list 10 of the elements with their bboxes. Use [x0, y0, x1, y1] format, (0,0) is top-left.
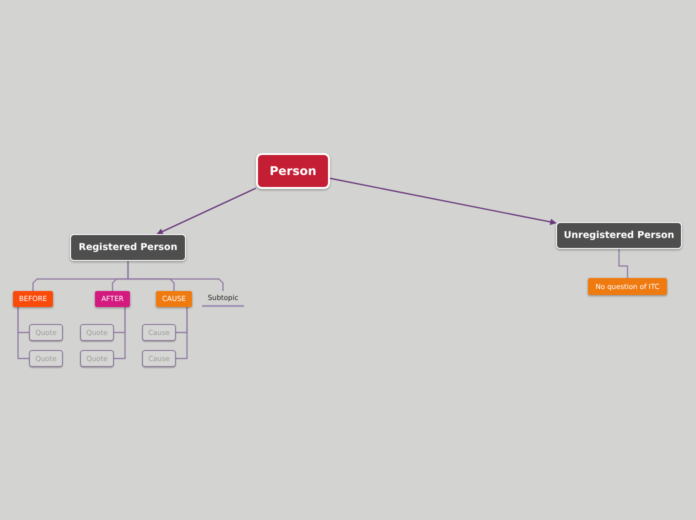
arrow [156, 188, 256, 235]
connector-line [17, 307, 29, 360]
connector-line [114, 307, 126, 360]
connector-line [618, 249, 628, 278]
connector-line [176, 307, 188, 360]
topic-box: Person [256, 153, 330, 189]
topic-box: Unregistered Person [556, 222, 682, 249]
arrow [330, 178, 557, 226]
connector-line [127, 261, 224, 291]
topic-box: Registered Person [70, 234, 186, 261]
